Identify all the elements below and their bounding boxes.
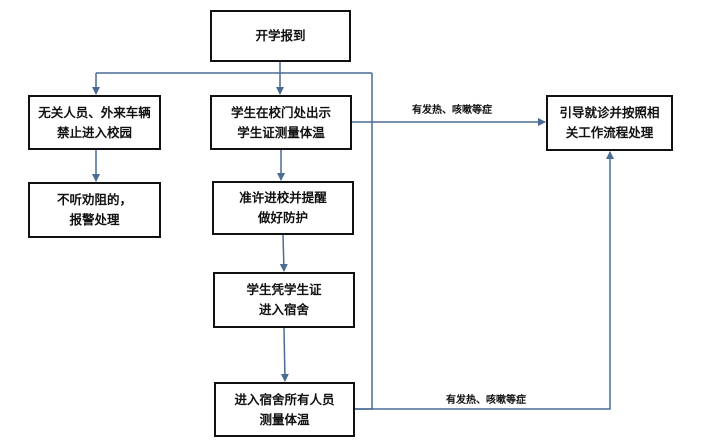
node-dorm-temp-label: 进入宿舍所有人员 测量体温 <box>234 391 335 427</box>
edge-label-gate-fever: 有发热、咳嗽等症 <box>412 105 492 116</box>
node-dorm-entry: 学生凭学生证 进入宿舍 <box>213 272 355 328</box>
node-refuse-warning-label: 不听劝阻的， 报警处理 <box>56 192 132 227</box>
node-dorm-temp: 进入宿舍所有人员 测量体温 <box>214 382 355 437</box>
arrow-to-dorm-temp <box>280 327 289 382</box>
arrow-to-dorm-entry <box>279 234 288 272</box>
node-medical: 引导就诊并按照相 关工作流程处理 <box>546 95 673 151</box>
node-medical-label: 引导就诊并按照相 关工作流程处理 <box>559 105 660 140</box>
node-dorm-entry-label: 学生凭学生证 进入宿舍 <box>246 282 322 317</box>
node-refuse-warning: 不听劝阻的， 报警处理 <box>28 182 161 238</box>
node-start-label: 开学报到 <box>255 28 306 43</box>
edge-label-dorm-fever: 有发热、咳嗽等症 <box>446 395 526 406</box>
node-gate-check-label: 学生在校门处出示 学生证测量体温 <box>230 104 331 140</box>
node-unrelated-label: 无关人员、外来车辆 禁止进入校园 <box>38 104 151 140</box>
connector-return-line <box>355 73 373 410</box>
node-allow-entry: 准许进校并提醒 做好防护 <box>212 181 354 235</box>
node-gate-check: 学生在校门处出示 学生证测量体温 <box>210 95 352 150</box>
node-allow-entry-label: 准许进校并提醒 做好防护 <box>239 190 327 225</box>
arrow-dorm-to-medical <box>355 151 614 410</box>
node-unrelated: 无关人员、外来车辆 禁止进入校园 <box>28 95 161 150</box>
node-start: 开学报到 <box>210 10 351 62</box>
